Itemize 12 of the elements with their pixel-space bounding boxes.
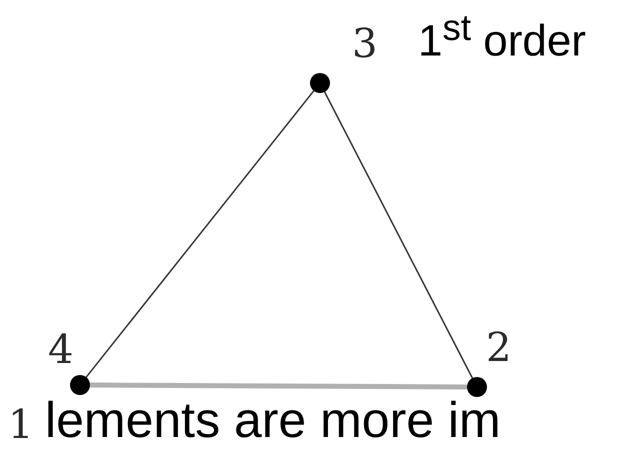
line-segment <box>324 92 474 378</box>
vertex-dot <box>310 73 330 93</box>
line-segment <box>86 90 314 378</box>
line-segment <box>90 382 468 390</box>
vertex-number: 3 <box>352 24 378 64</box>
order-label: 1$^{st}$ order <box>418 10 586 64</box>
vertex-dot <box>70 375 90 395</box>
vertex-number: 2 <box>486 328 512 368</box>
vertex-number: 1 <box>8 405 34 445</box>
vertex-number: 4 <box>48 330 74 370</box>
vertex-dot <box>467 377 487 397</box>
text-fragment: lements are more im <box>45 395 501 445</box>
